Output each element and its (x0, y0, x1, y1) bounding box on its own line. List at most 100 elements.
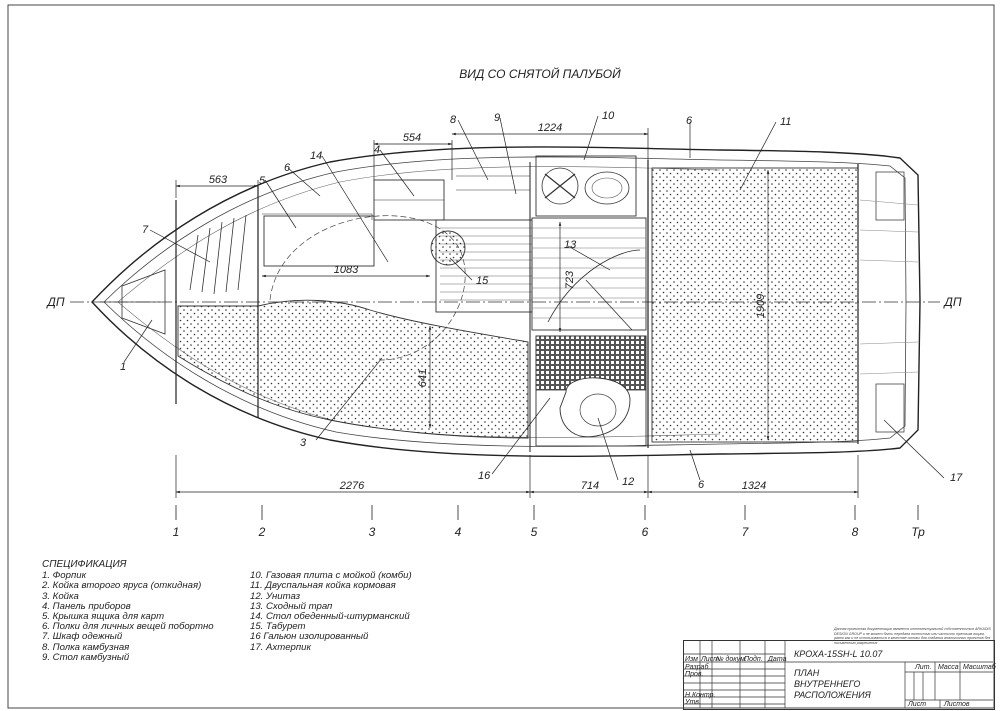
spec-item: 3. Койка (42, 590, 79, 602)
head-compartment (535, 335, 647, 447)
spec-item: 5. Крышка ящика для карт (42, 611, 165, 623)
sink (584, 171, 630, 205)
callout-3: 3 (300, 437, 307, 449)
callout-10: 10 (602, 110, 615, 122)
stove-burner (541, 167, 579, 205)
callout-6a: 6 (284, 162, 291, 174)
dim-1224: 1224 (538, 122, 562, 134)
spec-column-2: 10. Газовая плита с мойкой (комби) 11. Д… (250, 570, 412, 653)
stamp-nkontr: Н.Контр. (685, 692, 716, 699)
specification-list: СПЕЦИФИКАЦИЯ 1. Форпик 2. Койка второго … (42, 559, 502, 662)
station-2: 2 (258, 525, 266, 539)
wardrobe-hatch (189, 214, 247, 295)
stamp-massa: Масса (938, 664, 959, 671)
doc-code: КРОХА-15SH-L 10.07 (794, 649, 883, 659)
spec-item: 7. Шкаф одежный (42, 631, 123, 643)
dim-563: 563 (209, 174, 228, 186)
station-6: 6 (642, 525, 649, 539)
callout-14: 14 (310, 150, 322, 162)
dim-641: 641 (417, 369, 429, 387)
toilet (559, 377, 631, 438)
station-1: 1 (173, 525, 180, 539)
spec-item: 13. Сходный трап (250, 600, 333, 612)
callout-7: 7 (142, 224, 149, 236)
spec-item: 11. Двуспальная койка кормовая (250, 580, 396, 592)
stamp-podp: Подп. (744, 656, 763, 663)
callout-5: 5 (259, 175, 266, 187)
spec-item: 15. Табурет (250, 621, 306, 633)
doc-title-line-1: ПЛАН (794, 668, 820, 678)
drawing-frame (7, 4, 995, 709)
dim-554: 554 (403, 132, 421, 144)
hull-outline (91, 146, 921, 457)
stamp-masshtab: Масштаб (963, 664, 996, 671)
dim-1909: 1909 (755, 294, 767, 318)
stamp-data: Дата (768, 656, 787, 663)
spec-item: 8. Полка камбузная (42, 641, 130, 653)
doc-title-line-2: ВНУТРЕННЕГО (794, 679, 861, 689)
spec-item: 17. Ахтерпик (250, 641, 312, 653)
dim-1324: 1324 (742, 480, 766, 492)
stamp-izm: Изм (685, 656, 698, 663)
upper-berth-lid (263, 215, 375, 267)
stamp-listov: Листов (944, 701, 970, 708)
title-block: КРОХА-15SH-L 10.07 ПЛАН ВНУТРЕННЕГО РАСП… (683, 640, 996, 710)
stamp-razrab: Разраб. (685, 664, 711, 671)
transom-recess-bottom (875, 383, 905, 433)
dim-723: 723 (564, 270, 576, 289)
gas-stove-sink (535, 155, 637, 217)
callout-12: 12 (622, 476, 634, 488)
spec-item: 6. Полки для личных вещей побортно (42, 621, 214, 633)
spec-heading: СПЕЦИФИКАЦИЯ (42, 559, 127, 570)
callout-11: 11 (780, 116, 791, 128)
transom-recess-top (875, 171, 905, 221)
aft-double-berth (651, 167, 859, 443)
dim-714: 714 (581, 480, 599, 492)
copyright-note: Данная проектная документация является и… (834, 627, 991, 645)
stamp-list: Лист (701, 656, 720, 663)
station-5: 5 (531, 525, 538, 539)
spec-item: 10. Газовая плита с мойкой (комби) (250, 570, 412, 582)
spec-item: 4. Панель приборов (42, 600, 131, 612)
dim-1083: 1083 (334, 264, 359, 276)
spec-item: 14. Стол обеденный-штурманский (250, 611, 410, 623)
stamp-grid (683, 640, 993, 708)
station-3: 3 (369, 525, 376, 539)
station-ticks (175, 505, 919, 520)
spec-item: 9. Стол камбузный (42, 651, 130, 663)
companionway (531, 217, 647, 331)
callout-15: 15 (476, 275, 489, 287)
callout-4: 4 (374, 144, 380, 156)
callout-6b: 6 (686, 115, 693, 127)
callout-1: 1 (120, 361, 126, 373)
stamp-lit: Лит. (915, 664, 932, 671)
leader-lines (123, 115, 945, 481)
callout-9: 9 (494, 112, 500, 124)
callout-16: 16 (478, 470, 491, 482)
spec-item: 12. Унитаз (250, 590, 301, 602)
spec-item: 16 Гальюн изолированный (250, 631, 369, 643)
doc-title-line-3: РАСПОЛОЖЕНИЯ (794, 690, 871, 700)
hull-sheer-line (117, 166, 721, 303)
stamp-utv: Утв. (685, 699, 701, 706)
dim-2276: 2276 (339, 480, 365, 492)
view-title: ВИД СО СНЯТОЙ ПАЛУБОЙ (459, 65, 621, 81)
station-7: 7 (742, 525, 750, 539)
station-8: 8 (852, 525, 859, 539)
forepeak (121, 269, 166, 335)
callout-8: 8 (450, 114, 457, 126)
station-transom: Тр (911, 525, 925, 539)
stamp-ndok: № докум. (716, 656, 747, 663)
callout-13: 13 (564, 239, 577, 251)
callout-17: 17 (950, 472, 963, 484)
callout-6c: 6 (698, 479, 705, 491)
hull-inner-line (103, 156, 907, 447)
spec-item: 2. Койка второго яруса (откидная) (42, 580, 202, 592)
centerline-label-right: ДП (942, 295, 961, 309)
station-4: 4 (455, 525, 462, 539)
stamp-prov: Пров. (685, 671, 704, 678)
centerline-label-left: ДП (45, 295, 64, 309)
stool (430, 230, 466, 266)
dimension-lines (175, 128, 859, 498)
